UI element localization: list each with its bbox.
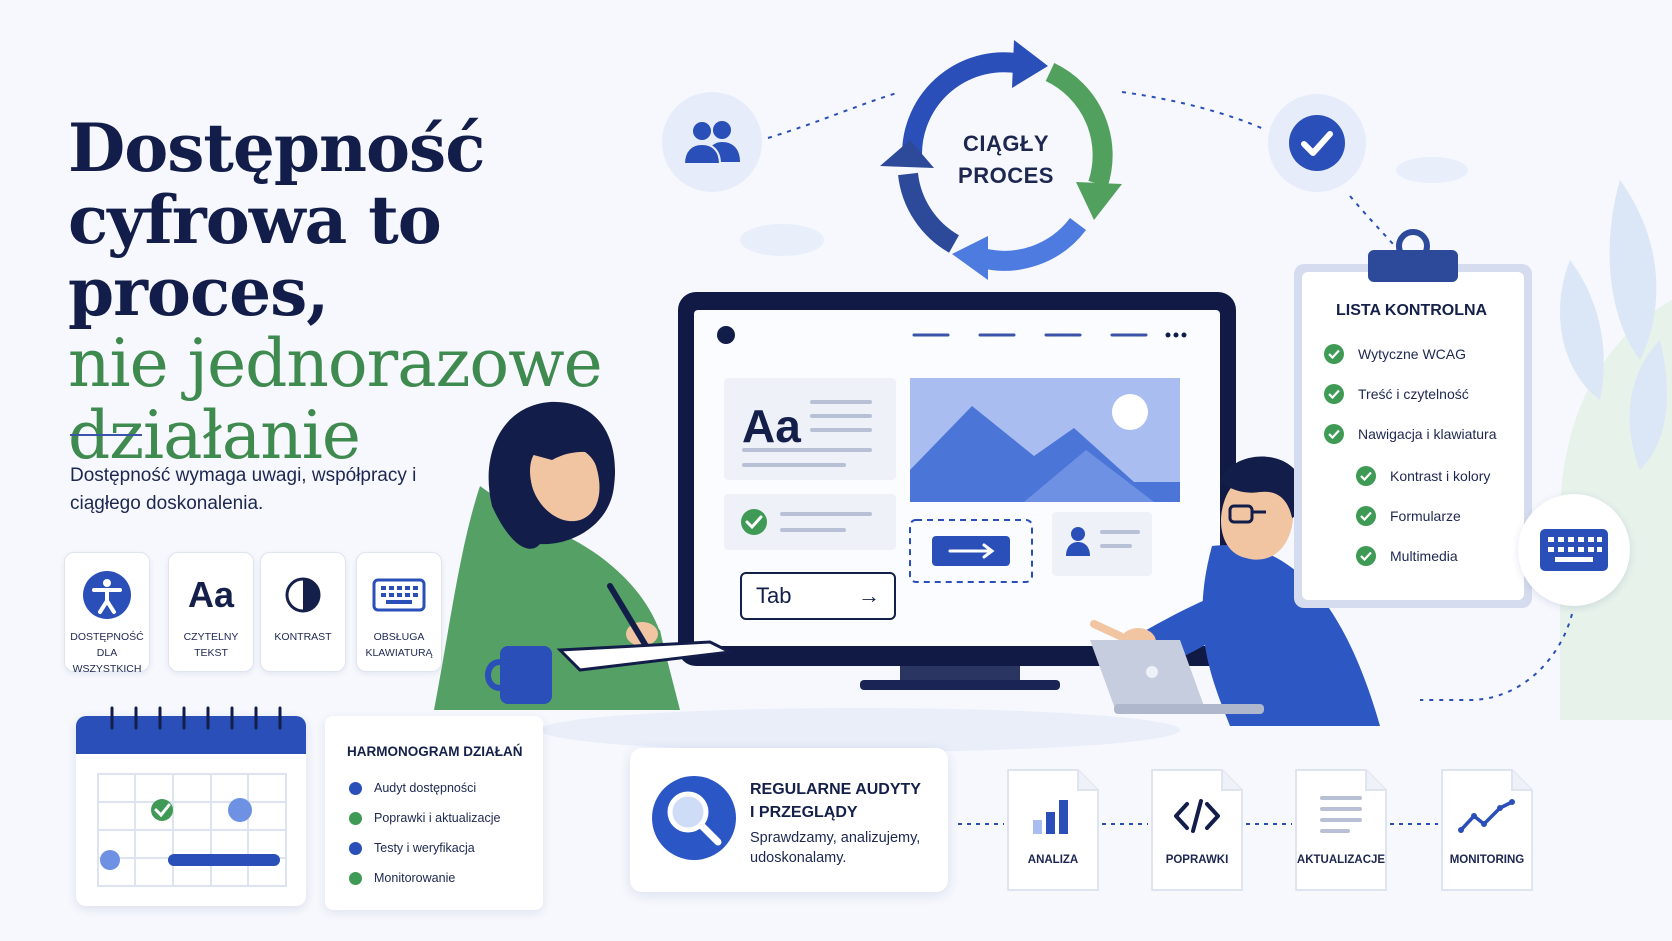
step-label: POPRAWKI <box>1165 854 1229 866</box>
audit-description: Sprawdzamy, analizujemy, udoskonalamy. <box>750 830 921 866</box>
step-analysis: ANALIZA <box>1006 768 1100 892</box>
feature-card-keyboard: Obsługa klawiaturą <box>356 552 442 672</box>
schedule-item: Testy i weryfikacja <box>349 838 475 858</box>
checklist-item-label: Multimedia <box>1390 548 1458 564</box>
checklist-title: LISTA KONTROLNA <box>1336 302 1488 319</box>
check-icon <box>1324 344 1344 364</box>
check-icon <box>1356 546 1376 566</box>
headline-line-1: Dostępność <box>68 109 485 187</box>
schedule-item: Poprawki i aktualizacje <box>349 808 500 828</box>
feature-label: Kontrast <box>274 631 332 643</box>
feature-card-readable-text: Aa Czytelny tekst <box>168 552 254 672</box>
feature-card-contrast: Kontrast <box>260 552 346 672</box>
step-monitoring: MONITORING <box>1440 768 1534 892</box>
calendar-rings <box>110 706 282 730</box>
headline-line-3: nie jednorazowe <box>68 325 603 402</box>
step-fixes: POPRAWKI <box>1150 768 1244 892</box>
schedule-item-label: Poprawki i aktualizacje <box>374 811 501 825</box>
check-circle-icon <box>1289 115 1345 171</box>
feature-label: Dostępność dla wszystkich <box>70 631 144 675</box>
feature-label: Czytelny tekst <box>183 631 239 659</box>
cycle-diagram <box>880 40 1122 280</box>
keyboard-bubble <box>1518 494 1630 606</box>
schedule-item-label: Monitorowanie <box>374 871 456 885</box>
schedule-dot <box>349 871 362 885</box>
contrast-icon <box>261 569 345 621</box>
line-chart-icon <box>1440 794 1534 838</box>
schedule-title: HARMONOGRAM DZIAŁAŃ <box>347 744 523 759</box>
screen-aa-text: Aa <box>742 400 801 452</box>
checklist-item-label: Kontrast i kolory <box>1390 468 1491 484</box>
schedule-item-label: Testy i weryfikacja <box>374 841 475 855</box>
team-bubble <box>662 92 762 192</box>
schedule-item-label: Audyt dostępności <box>374 781 477 795</box>
checklist-item: Nawigacja i klawiatura <box>1324 422 1497 446</box>
schedule-dot <box>349 781 362 795</box>
tab-key-button: Tab → <box>740 572 896 620</box>
check-icon <box>1324 384 1344 404</box>
font-aa-icon: Aa <box>187 574 235 615</box>
cycle-arrow-icon <box>952 236 988 280</box>
audit-card: REGULARNE AUDYTY I PRZEGLĄDY Sprawdzamy,… <box>630 748 948 892</box>
audit-title: REGULARNE AUDYTY I PRZEGLĄDY <box>750 781 921 821</box>
arrow-right-icon: → <box>858 583 880 608</box>
bar-chart-icon <box>1006 794 1100 838</box>
check-icon <box>1324 424 1344 444</box>
keyboard-icon <box>357 569 441 621</box>
step-label: MONITORING <box>1449 854 1525 866</box>
check-icon <box>1356 466 1376 486</box>
checklist-item: Multimedia <box>1356 544 1458 568</box>
headline-line-2: cyfrowa to proces, <box>68 181 442 331</box>
step-label: AKTUALIZACJE <box>1296 854 1386 866</box>
step-label: ANALIZA <box>1027 854 1079 866</box>
monitor-stand <box>860 666 1060 690</box>
users-icon <box>682 120 740 165</box>
cycle-label: CIĄGŁY PROCES <box>958 131 1054 188</box>
cycle-arrow-icon <box>1012 40 1048 88</box>
tab-label: Tab <box>756 583 792 608</box>
feature-label: Obsługa klawiaturą <box>365 631 433 659</box>
cycle-arrow-icon <box>1076 182 1122 220</box>
schedule-item: Monitorowanie <box>349 868 455 888</box>
step-updates: AKTUALIZACJE <box>1294 768 1388 892</box>
man-illustration <box>1090 456 1380 726</box>
schedule-card: HARMONOGRAM DZIAŁAŃ Audyt dostępności Po… <box>325 716 543 910</box>
checklist-item: Formularze <box>1356 504 1461 528</box>
cycle-arrow-icon <box>880 140 934 168</box>
headline-divider <box>70 434 142 436</box>
checklist: LISTA KONTROLNA Wytyczne WCAG Treść i cz… <box>1296 266 1530 606</box>
woman-illustration <box>434 401 736 710</box>
subtitle: Dostępność wymaga uwagi, współpracy i ci… <box>70 465 417 514</box>
checklist-item-label: Nawigacja i klawiatura <box>1358 426 1497 442</box>
checklist-item-label: Wytyczne WCAG <box>1358 346 1466 362</box>
done-bubble <box>1268 94 1366 192</box>
accessibility-icon <box>65 569 149 621</box>
keyboard-icon <box>1540 529 1608 571</box>
checklist-item: Treść i czytelność <box>1324 382 1469 406</box>
schedule-dot <box>349 811 362 825</box>
page-headline: Dostępność cyfrowa to proces, nie jednor… <box>68 112 688 472</box>
magnifier-icon <box>652 776 736 860</box>
checklist-item: Kontrast i kolory <box>1356 464 1490 488</box>
document-lines-icon <box>1294 794 1388 838</box>
schedule-item: Audyt dostępności <box>349 778 476 798</box>
monitor-frame: Aa Tab → <box>678 292 1236 666</box>
checklist-item-label: Formularze <box>1390 508 1461 524</box>
schedule-dot <box>349 841 362 855</box>
check-icon <box>1356 506 1376 526</box>
checklist-item-label: Treść i czytelność <box>1358 386 1469 402</box>
code-icon <box>1150 794 1244 838</box>
feature-card-accessibility: Dostępność dla wszystkich <box>64 552 150 675</box>
checklist-item: Wytyczne WCAG <box>1324 342 1466 366</box>
calendar-illustration <box>76 716 306 906</box>
website-screen: Aa Tab → <box>694 310 1220 646</box>
